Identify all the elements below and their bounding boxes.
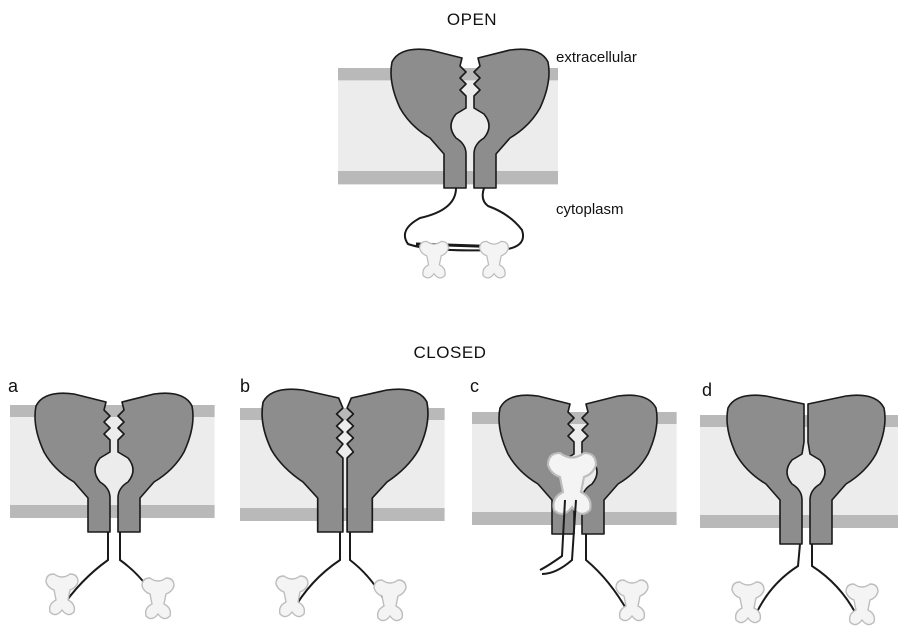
closed-panel-a: a bbox=[8, 376, 215, 619]
panel-letter-a: a bbox=[8, 376, 19, 396]
closed-title: CLOSED bbox=[414, 343, 487, 362]
panel-letter-b: b bbox=[240, 376, 250, 396]
open-title: OPEN bbox=[447, 10, 497, 29]
closed-panel-c: c bbox=[470, 376, 677, 621]
panel-letter-c: c bbox=[470, 376, 479, 396]
extracellular-label: extracellular bbox=[556, 49, 637, 66]
panel-letter-d: d bbox=[702, 380, 712, 400]
closed-panel-d: d bbox=[700, 380, 898, 625]
open-channel bbox=[338, 49, 558, 278]
closed-panel-b: b bbox=[240, 376, 445, 621]
cytoplasm-label: cytoplasm bbox=[556, 201, 624, 218]
